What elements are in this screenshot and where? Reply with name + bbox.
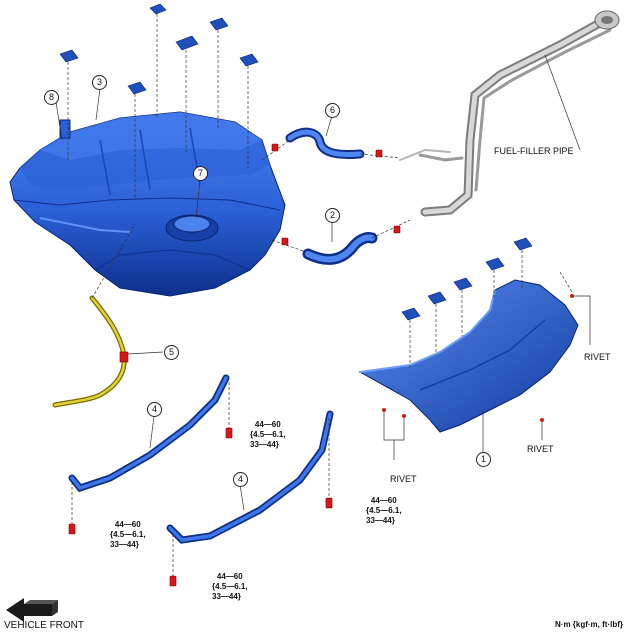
torque-value: 44—60: [114, 520, 141, 529]
hose-2: [302, 232, 378, 265]
fuel-tank-strap-upper: [68, 374, 230, 493]
torque-value: 44—60: [216, 572, 243, 581]
torque-value: 44—60: [254, 420, 281, 429]
callout-5: 5: [164, 345, 179, 360]
vehicle-front-label: VEHICLE FRONT: [4, 620, 85, 631]
torque-kgf: {4.5—6.1,: [366, 506, 402, 515]
torque-kgf: {4.5—6.1,: [250, 430, 286, 439]
fuel-filler-pipe: [399, 10, 620, 217]
torque-spec-1: 44—60 {4.5—6.1, 33—44}: [250, 420, 286, 450]
hose-6: [285, 127, 365, 159]
rivet-label-right: RIVET: [584, 352, 611, 362]
torque-value: 44—60: [370, 496, 397, 505]
fuel-tank-strap-lower: [166, 410, 334, 544]
torque-units-label: N·m {kgf·m, ft·lbf}: [555, 620, 623, 629]
callout-4-upper: 4: [147, 402, 162, 417]
insulator-pads: [59, 3, 259, 95]
fuel-tank: [9, 111, 286, 297]
torque-kgf: {4.5—6.1,: [212, 582, 248, 591]
callout-8: 8: [44, 90, 59, 105]
callout-7: 7: [193, 166, 208, 181]
torque-spec-3: 44—60 {4.5—6.1, 33—44}: [366, 496, 402, 526]
bolt-leader-lines: [71, 382, 330, 576]
rivet-leader-lines: [383, 295, 591, 460]
hose-clips: [271, 143, 401, 246]
hose-5: [52, 295, 129, 408]
insulator-pads-right: [401, 237, 533, 321]
torque-ftlbf: 33—44}: [250, 440, 279, 449]
callout-1: 1: [476, 452, 491, 467]
rivet-label-bottom: RIVET: [527, 444, 554, 454]
heat-insulator: [358, 279, 579, 433]
callout-2: 2: [325, 208, 340, 223]
torque-ftlbf: 33—44}: [110, 540, 139, 549]
pad-leader-lines: [67, 14, 249, 200]
mounting-bolts: [68, 427, 333, 587]
torque-ftlbf: 33—44}: [212, 592, 241, 601]
callout-leader-lines: [55, 54, 581, 511]
rivet-label-left: RIVET: [390, 474, 417, 484]
torque-kgf: {4.5—6.1,: [110, 530, 146, 539]
hose-5-leader: [91, 223, 136, 299]
insulator-leader-lines: [409, 250, 573, 368]
fuel-filler-pipe-label: FUEL-FILLER PIPE: [494, 146, 574, 156]
rivets: [382, 294, 574, 422]
callout-6: 6: [325, 103, 340, 118]
torque-spec-4: 44—60 {4.5—6.1, 33—44}: [212, 572, 248, 602]
torque-ftlbf: 33—44}: [366, 516, 395, 525]
callout-4-lower: 4: [233, 472, 248, 487]
callout-3: 3: [92, 75, 107, 90]
vehicle-front-arrow: [6, 598, 58, 622]
torque-spec-2: 44—60 {4.5—6.1, 33—44}: [110, 520, 146, 550]
